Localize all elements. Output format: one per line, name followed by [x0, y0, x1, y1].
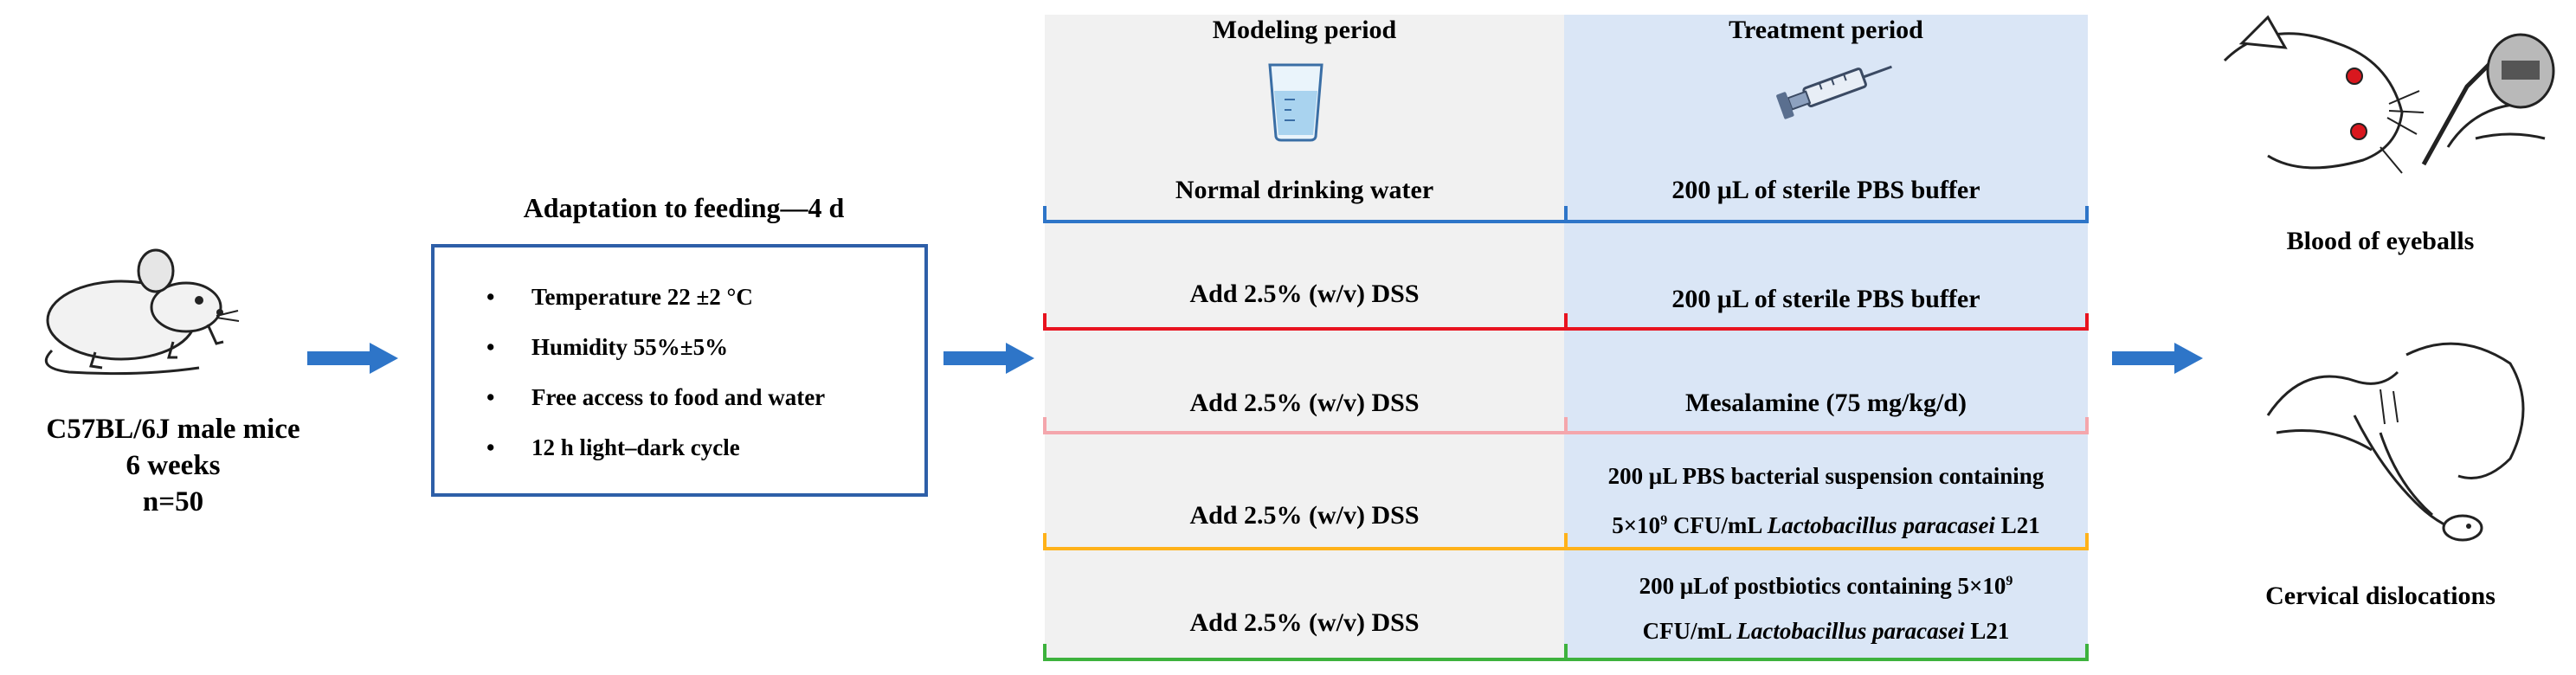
group4-modeling: Add 2.5% (w/v) DSS: [1189, 501, 1420, 530]
adaptation-item: 12 h light–dark cycle: [486, 422, 924, 472]
group5-treatment-line1: 200 μLof postbiotics containing 5×109: [1564, 559, 2088, 608]
adaptation-conditions-box: Temperature 22 ±2 °C Humidity 55%±5% Fre…: [431, 244, 928, 497]
superscript: 9: [2006, 574, 2013, 588]
mouse-strain: C57BL/6J male mice: [46, 414, 300, 445]
text-span: L21: [1964, 618, 2010, 644]
adaptation-item: Temperature 22 ±2 °C: [486, 272, 924, 322]
text-span: CFU/mL: [1642, 618, 1737, 644]
group2-modeling: Add 2.5% (w/v) DSS: [1189, 280, 1420, 308]
group4-treatment: 200 μL PBS bacterial suspension containi…: [1564, 453, 2088, 548]
syringe-icon: [1776, 65, 1892, 119]
text-span: 200 μLof postbiotics containing 5×10: [1639, 573, 2006, 599]
cervical-dislocation-icon: [2266, 342, 2525, 542]
text-span: 5×10: [1612, 512, 1661, 538]
text-span: CFU/mL: [1667, 512, 1768, 538]
treatment-column-background: [1564, 15, 2088, 659]
group4-bracket: [1043, 531, 2089, 550]
group5-treatment-line2: CFU/mL Lactobacillus paracasei L21: [1564, 608, 2088, 653]
arrow-right-icon: [307, 343, 398, 374]
arrow-right-icon: [943, 343, 1034, 374]
adaptation-item: Free access to food and water: [486, 372, 924, 422]
group3-modeling: Add 2.5% (w/v) DSS: [1189, 389, 1420, 417]
mouse-icon: [44, 248, 240, 376]
group4-treatment-line1: 200 μL PBS bacterial suspension containi…: [1607, 463, 2045, 489]
group1-bracket: [1043, 204, 2089, 223]
group5-treatment: 200 μLof postbiotics containing 5×109 CF…: [1564, 559, 2088, 653]
text-span: L21: [1994, 512, 2040, 538]
outcome-cervical-dislocations: Cervical dislocations: [2265, 582, 2496, 610]
group3-bracket: [1043, 415, 2089, 434]
superscript: 9: [1660, 513, 1668, 528]
beaker-icon: [1268, 63, 1323, 142]
adaptation-item: Humidity 55%±5%: [486, 322, 924, 372]
treatment-period-header: Treatment period: [1729, 16, 1923, 44]
group4-treatment-line2: 5×109 CFU/mL Lactobacillus paracasei L21: [1564, 498, 2088, 548]
mouse-age: 6 weeks: [126, 450, 221, 481]
mouse-eye-blood-icon: [2223, 15, 2555, 174]
group5-bracket: [1043, 642, 2089, 661]
group1-treatment: 200 μL of sterile PBS buffer: [1671, 176, 1980, 204]
modeling-period-header: Modeling period: [1212, 16, 1397, 44]
mouse-description: C57BL/6J male mice 6 weeks n=50: [0, 411, 346, 520]
group2-bracket: [1043, 312, 2089, 331]
group3-treatment: Mesalamine (75 mg/kg/d): [1685, 389, 1967, 417]
mouse-count: n=50: [142, 486, 204, 518]
group1-modeling: Normal drinking water: [1175, 176, 1434, 204]
species-name: Lactobacillus paracasei: [1736, 618, 1965, 644]
species-name: Lactobacillus paracasei: [1767, 512, 1995, 538]
group2-treatment: 200 μL of sterile PBS buffer: [1671, 285, 1980, 313]
outcome-blood-eyeballs: Blood of eyeballs: [2286, 227, 2475, 255]
group5-modeling: Add 2.5% (w/v) DSS: [1189, 608, 1420, 637]
adaptation-title: Adaptation to feeding—4 d: [523, 192, 845, 223]
arrow-right-icon: [2112, 343, 2203, 374]
